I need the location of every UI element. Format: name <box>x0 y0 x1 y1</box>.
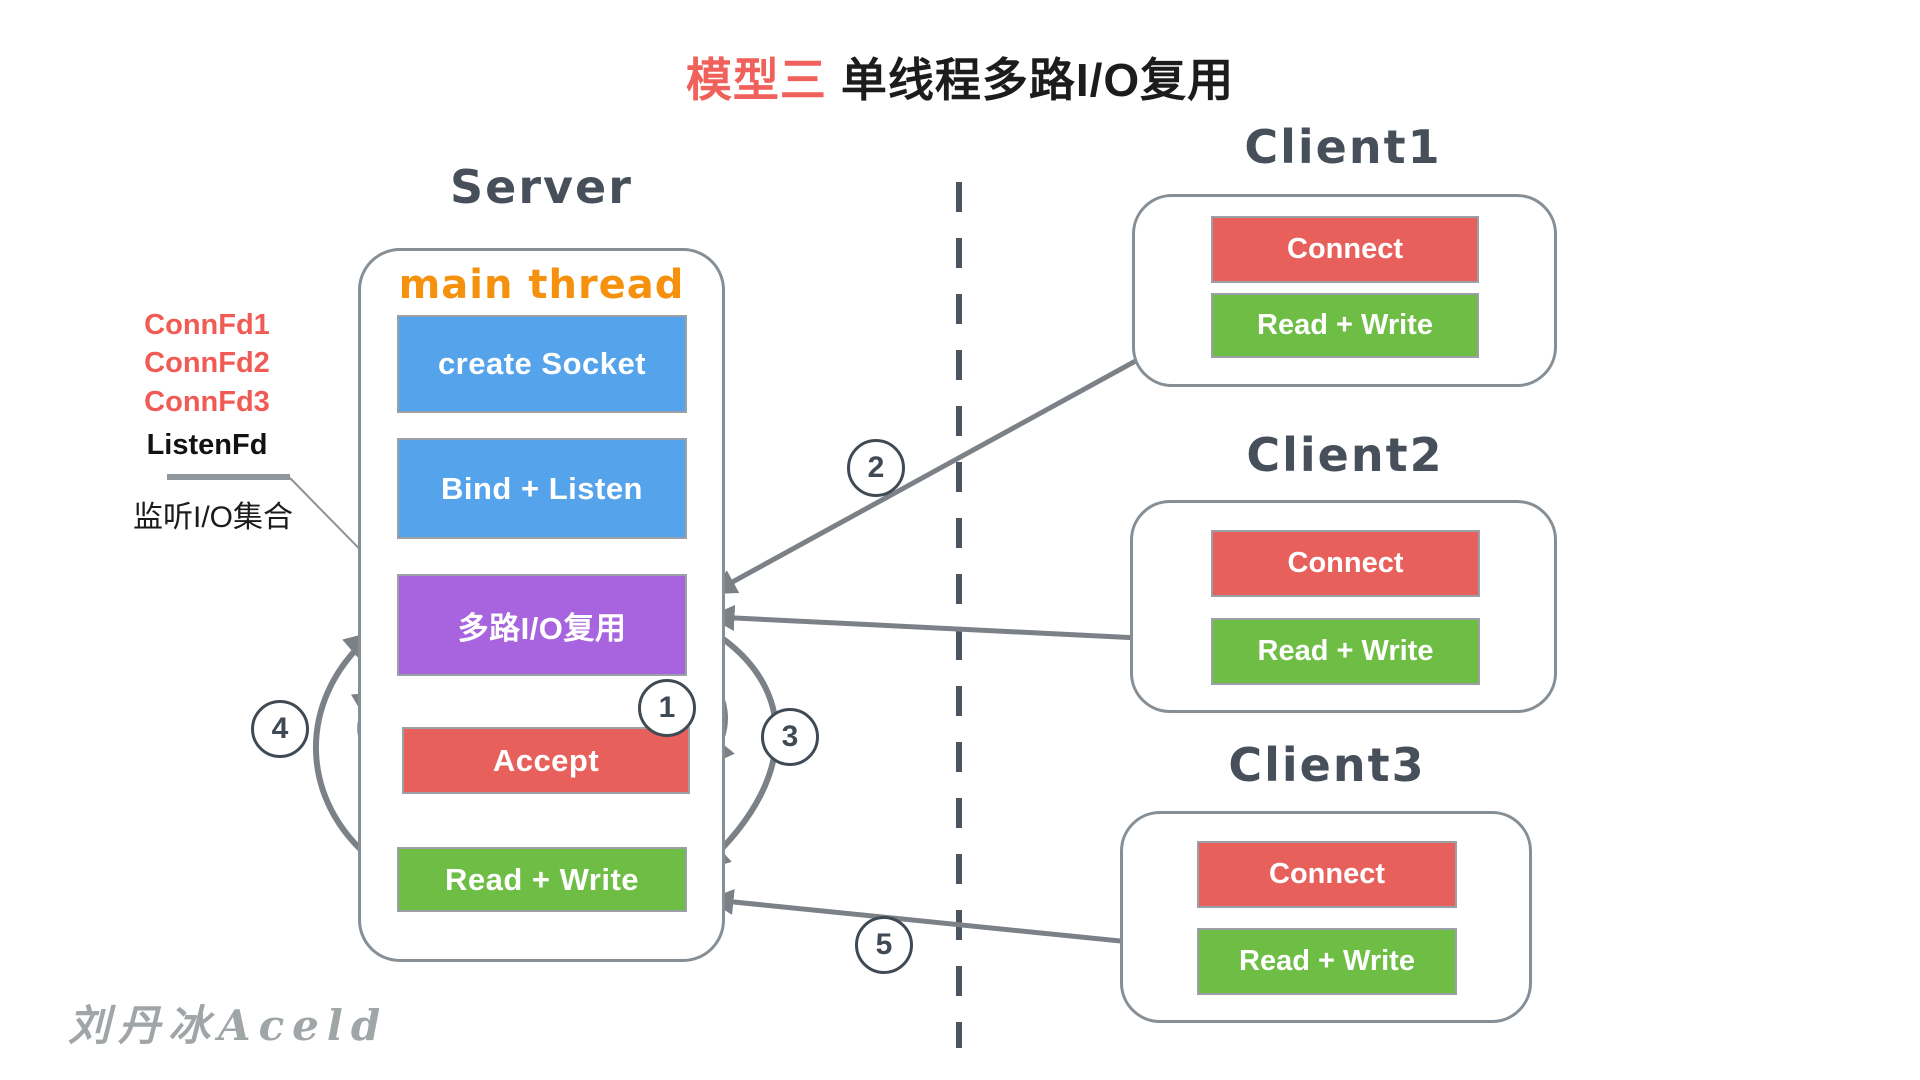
block-bind-listen: Bind + Listen <box>397 438 687 539</box>
block-io-multiplex: 多路I/O复用 <box>397 574 687 676</box>
watermark: 刘丹冰Aceld <box>68 1001 389 1050</box>
block-accept: Accept <box>402 727 690 794</box>
client3-connect: Connect <box>1197 841 1457 908</box>
server-label: Server <box>450 160 633 214</box>
page-title: 模型三单线程多路I/O复用 <box>0 44 1920 110</box>
step-badge-5: 5 <box>855 916 913 974</box>
client1-connect: Connect <box>1211 216 1479 283</box>
step-badge-3: 3 <box>761 708 819 766</box>
fd-label-connfd2: ConnFd2 <box>144 347 270 379</box>
block-read-write: Read + Write <box>397 847 687 912</box>
step-badge-4: 4 <box>251 700 309 758</box>
block-create-socket: create Socket <box>397 315 687 413</box>
arrow-client2-to-multiplex <box>708 604 1162 642</box>
arrow-client1-to-multiplex <box>710 332 1186 595</box>
page-title-highlight: 模型三 <box>685 54 827 106</box>
step-badge-1: 1 <box>638 679 696 737</box>
arrow-server-client3 <box>707 889 1157 955</box>
client3-label: Client3 <box>1228 738 1426 792</box>
client2-connect: Connect <box>1211 530 1480 597</box>
client3-read-write: Read + Write <box>1197 928 1457 995</box>
fd-label-listenfd: ListenFd <box>146 429 268 461</box>
client1-read-write: Read + Write <box>1211 293 1479 358</box>
fd-label-connfd3: ConnFd3 <box>144 386 270 418</box>
step-badge-2: 2 <box>847 439 905 497</box>
main-thread-label: main thread <box>398 262 685 308</box>
page-title-rest: 单线程多路I/O复用 <box>840 54 1235 106</box>
client2-label: Client2 <box>1246 428 1444 482</box>
fd-label-connfd1: ConnFd1 <box>144 309 270 341</box>
client2-read-write: Read + Write <box>1211 618 1480 685</box>
client1-label: Client1 <box>1244 120 1442 174</box>
fd-note: 监听I/O集合 <box>132 501 293 534</box>
